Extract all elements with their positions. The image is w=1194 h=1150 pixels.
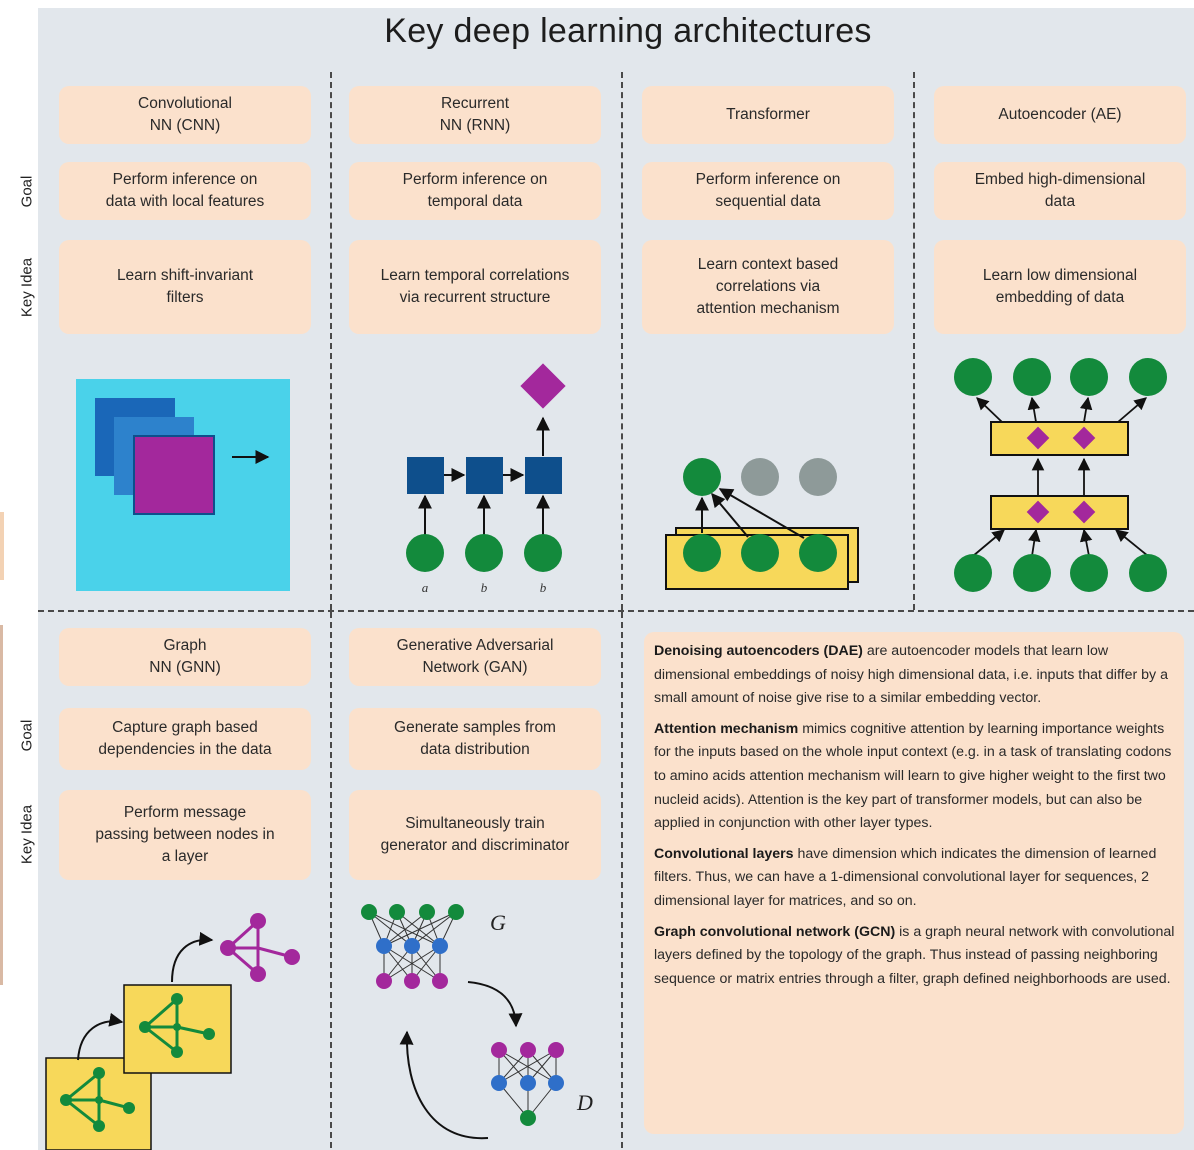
rnn-hidden-1 <box>407 457 444 494</box>
autoencoder-output-1 <box>954 358 992 396</box>
transformer-illustration <box>665 458 859 590</box>
autoencoder-latent-4 <box>1072 426 1096 450</box>
definition-text: mimics cognitive attention by learning i… <box>654 720 1172 832</box>
column-divider-4 <box>330 612 332 1148</box>
autoencoder-input-1 <box>954 554 992 592</box>
autoencoder-latent-3 <box>1026 426 1050 450</box>
autoencoder-latent-1 <box>1026 500 1050 524</box>
autoencoder-output-3 <box>1070 358 1108 396</box>
autoencoder-input-3 <box>1070 554 1108 592</box>
autoencoder-output-4 <box>1129 358 1167 396</box>
figure-title: Key deep learning architectures <box>384 12 872 50</box>
gnn-arrow-1 <box>77 1012 124 1061</box>
transformer-output-active <box>683 458 721 496</box>
rnn-input-label-2: b <box>481 580 488 595</box>
gan-arrow-to-discriminator <box>467 981 523 1028</box>
transformer-name-box: Transformer <box>642 86 894 144</box>
gan-illustration: G D <box>361 904 593 1140</box>
gan-arrow-to-generator <box>399 1030 489 1140</box>
transformer-input-3 <box>799 534 837 572</box>
autoencoder-output-2 <box>1013 358 1051 396</box>
definition-text: are autoencoder models that learn low di… <box>654 643 1168 707</box>
definition-dae: Denoising autoencoders (DAE) are autoenc… <box>654 640 1176 711</box>
transformer-output-inactive-1 <box>741 458 779 496</box>
definition-term: Attention mechanism <box>654 720 799 737</box>
column-divider-2 <box>621 72 623 610</box>
rnn-hidden-2 <box>466 457 503 494</box>
definition-attention: Attention mechanism mimics cognitive att… <box>654 718 1176 836</box>
gnn-arrow-2 <box>171 931 214 983</box>
rnn-input-1 <box>406 534 444 572</box>
rnn-input-2 <box>465 534 503 572</box>
autoencoder-illustration <box>954 358 1167 592</box>
transformer-output-inactive-2 <box>799 458 837 496</box>
gnn-illustration <box>45 913 300 1150</box>
autoencoder-latent-2 <box>1072 500 1096 524</box>
gan-generator-label: G <box>490 910 506 935</box>
transformer-input-2 <box>741 534 779 572</box>
column-divider-1 <box>330 72 332 610</box>
definition-term: Graph convolutional network (GCN) <box>654 923 896 940</box>
autoencoder-input-2 <box>1013 554 1051 592</box>
autoencoder-decoder-layer <box>990 421 1129 456</box>
rnn-hidden-3 <box>525 457 562 494</box>
definition-gcn: Graph convolutional network (GCN) is a g… <box>654 921 1176 992</box>
column-divider-3 <box>913 72 915 610</box>
gan-discriminator-label: D <box>576 1090 593 1115</box>
left-edge-fragment-top <box>0 512 4 580</box>
transformer-input-1 <box>683 534 721 572</box>
rnn-illustration: a b b <box>406 363 566 595</box>
column-divider-5 <box>621 612 623 1148</box>
left-edge-fragment-bottom <box>0 625 3 985</box>
autoencoder-input-4 <box>1129 554 1167 592</box>
rnn-input-label-1: a <box>422 580 429 595</box>
definition-text: is a graph neural network with convoluti… <box>654 923 1175 987</box>
autoencoder-name-box: Autoencoder (AE) <box>934 86 1186 144</box>
rnn-input-3 <box>524 534 562 572</box>
rnn-input-label-3: b <box>540 580 547 595</box>
definition-text: have dimension which indicates the dimen… <box>654 845 1157 909</box>
definition-term: Denoising autoencoders (DAE) <box>654 643 863 659</box>
cnn-filter-3 <box>133 435 215 515</box>
gnn-output-graph <box>226 919 293 976</box>
definition-term: Convolutional layers <box>654 845 794 862</box>
definitions-box: Denoising autoencoders (DAE) are autoenc… <box>644 632 1184 1134</box>
rnn-output-diamond <box>520 363 566 409</box>
autoencoder-encoder-layer <box>990 495 1129 530</box>
row-divider <box>38 610 1194 612</box>
cnn-illustration <box>76 379 290 591</box>
definition-convolutional-layers: Convolutional layers have dimension whic… <box>654 843 1176 914</box>
